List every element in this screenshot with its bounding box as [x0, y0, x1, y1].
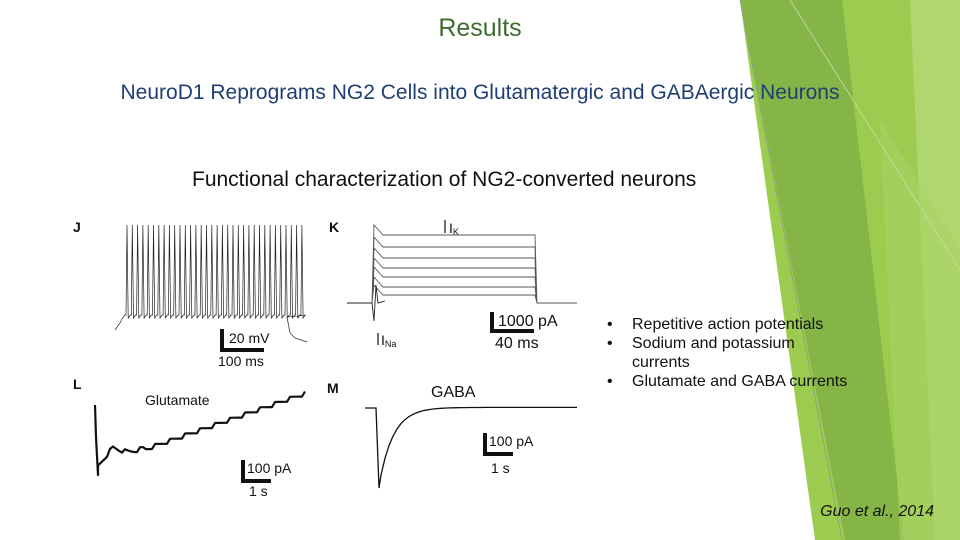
panel-j-scale-x: 100 ms	[218, 353, 264, 369]
panel-l-scale-x: 1 s	[249, 483, 268, 499]
slide-title: Results	[438, 14, 522, 42]
list-item: Repetitive action potentials	[604, 315, 854, 334]
panel-m-label: GABA	[431, 384, 476, 401]
panel-m: M GABA 100 pA 1 s	[327, 380, 577, 489]
panel-j-scale-y: 20 mV	[229, 330, 270, 346]
glutamate-current-trace	[93, 390, 306, 477]
label-ina: INa	[381, 332, 396, 349]
action-potential-trace	[114, 224, 308, 343]
potassium-current-traces	[347, 223, 577, 304]
panel-l-scalebar-h	[241, 479, 271, 483]
slide-subtitle: NeuroD1 Reprograms NG2 Cells into Glutam…	[120, 81, 840, 104]
panel-k-letter: K	[329, 219, 339, 235]
panel-k-scalebar-h	[490, 329, 534, 333]
panel-m-scalebar-h	[483, 452, 513, 456]
panel-k-scalebar-v	[490, 312, 494, 332]
panel-l-scalebar-v	[241, 460, 245, 482]
list-item: Glutamate and GABA currents	[604, 372, 854, 391]
green-shape-dark	[740, 0, 904, 540]
panel-k-scale-x: 40 ms	[495, 335, 539, 352]
panel-l: L Glutamate 100 pA 1 s	[73, 376, 306, 499]
panel-m-letter: M	[327, 380, 339, 396]
panel-m-scale-x: 1 s	[491, 460, 510, 476]
panel-k: K IK INa 1000 pA 40 ms	[329, 219, 577, 352]
panel-j: J 20 mV 100 ms	[73, 219, 308, 369]
figure-caption: Functional characterization of NG2-conve…	[192, 168, 697, 191]
panel-j-letter: J	[73, 219, 81, 235]
sodium-current-spike	[347, 284, 386, 322]
panel-j-scalebar-h	[220, 348, 264, 352]
panel-l-label: Glutamate	[145, 392, 210, 408]
panel-k-scale-y: 1000 pA	[498, 313, 558, 330]
electrophysiology-figure: J 20 mV 100 ms K IK INa 1000 pA 40 ms L …	[73, 219, 577, 499]
decorative-line	[739, 0, 843, 540]
panel-l-letter: L	[73, 376, 82, 392]
decorative-line	[789, 0, 960, 271]
panel-l-scale-y: 100 pA	[247, 460, 292, 476]
panel-m-scale-y: 100 pA	[489, 433, 534, 449]
gaba-current-trace	[365, 406, 577, 489]
panel-m-scalebar-v	[483, 433, 487, 455]
list-item: Sodium and potassium currents	[604, 334, 854, 372]
green-shape-overlay	[880, 120, 960, 540]
citation: Guo et al., 2014	[820, 503, 934, 520]
key-findings-list: Repetitive action potentials Sodium and …	[604, 315, 854, 391]
label-ik: IK	[449, 220, 459, 237]
panel-j-scalebar-v	[220, 329, 224, 351]
